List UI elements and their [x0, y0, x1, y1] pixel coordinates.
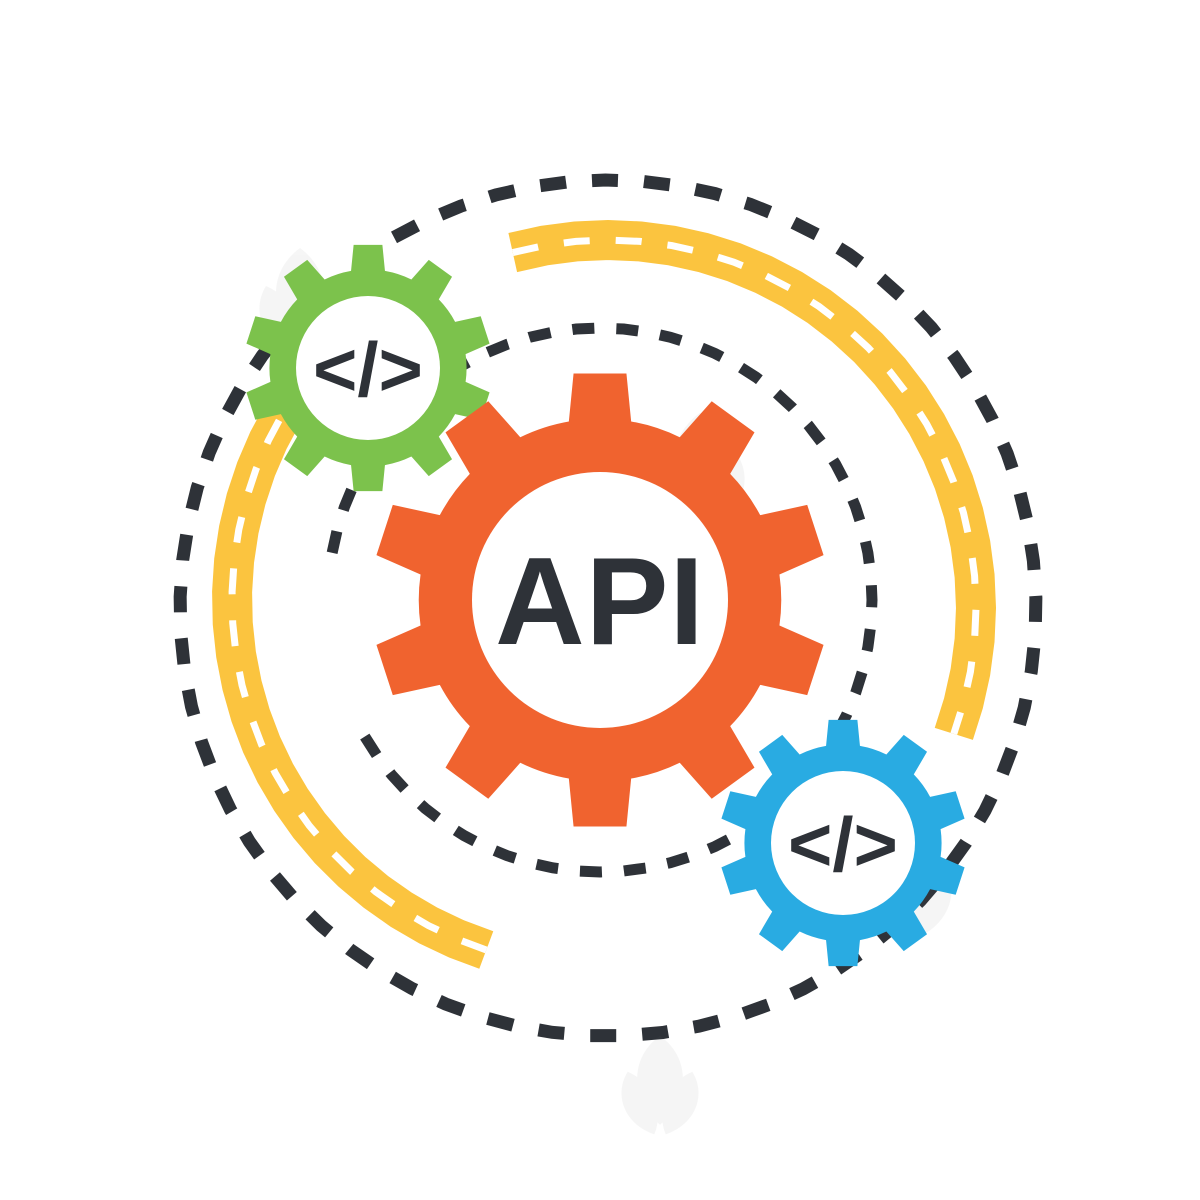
gear-top-left[interactable]: </>: [246, 244, 490, 492]
gear-bottom-right[interactable]: </>: [721, 719, 965, 967]
gear-top-left-hub: [296, 296, 440, 440]
outer-dashed-orbit: [173, 173, 1043, 1043]
inner-dashed-orbit: [326, 322, 878, 878]
outer-road-arc: [508, 219, 997, 740]
gear-top-left-code-icon: </>: [313, 328, 423, 413]
gear-main-api[interactable]: API: [376, 373, 824, 827]
watermark-leaf-icon: [621, 1035, 699, 1135]
gear-bottom-right-code-icon: </>: [788, 803, 898, 888]
api-label: API: [495, 533, 705, 671]
orbit-rings: [173, 173, 1043, 1043]
gear-main-hub: [472, 472, 728, 728]
gear-bottom-right-hub: [771, 771, 915, 915]
